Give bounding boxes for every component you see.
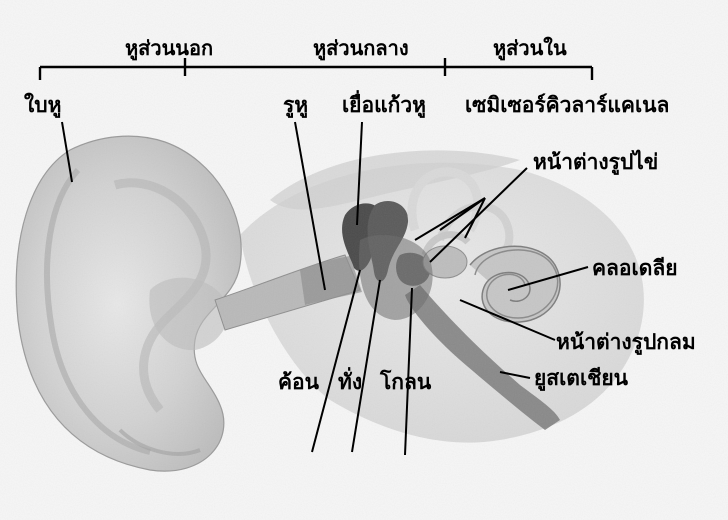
section-outer-ear: หูส่วนนอก — [125, 38, 213, 58]
section-inner-ear: หูส่วนใน — [493, 38, 567, 58]
label-ear-canal: รูหู — [283, 95, 308, 116]
label-incus: ทั่ง — [338, 372, 362, 393]
label-semicircular-canals: เซมิเซอร์คิวลาร์แคเนล — [465, 95, 669, 116]
label-malleus: ค้อน — [278, 372, 319, 393]
label-pinna: ใบหู — [24, 95, 61, 116]
label-round-window: หน้าต่างรูปกลม — [556, 332, 696, 353]
label-eardrum: เยื่อแก้วหู — [342, 95, 426, 116]
section-middle-ear: หูส่วนกลาง — [313, 38, 409, 58]
label-cochlea: คลอเดลีย — [592, 258, 678, 279]
label-eustachian-tube: ยูสเตเชียน — [534, 368, 628, 389]
label-stapes: โกลน — [380, 372, 431, 393]
label-oval-window: หน้าต่างรูปไข่ — [533, 152, 658, 173]
